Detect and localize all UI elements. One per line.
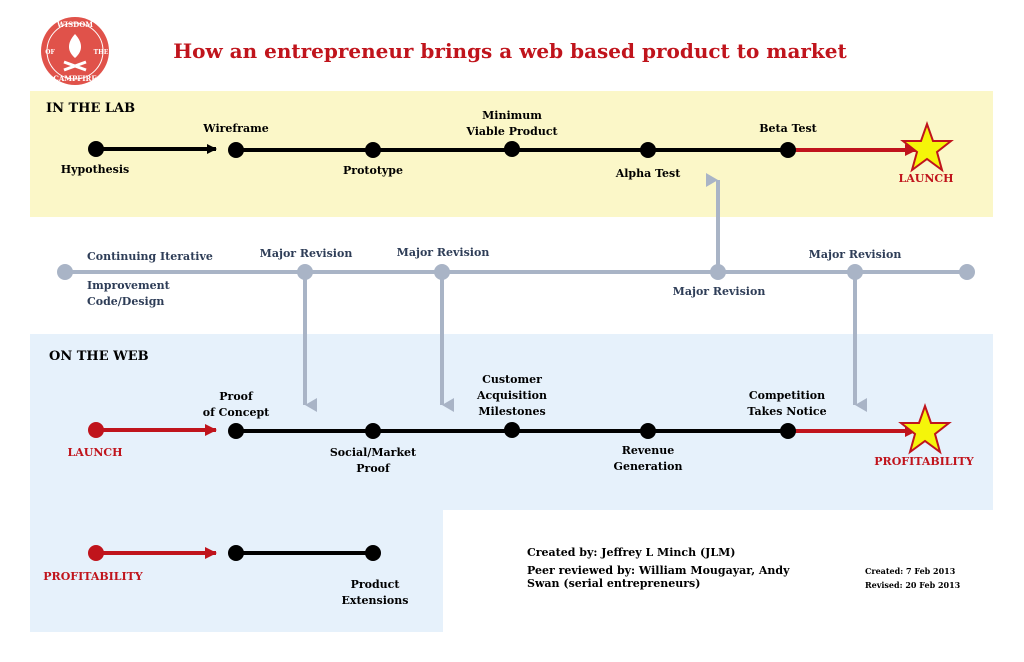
label-social-line2: Proof [356, 462, 391, 475]
label-competition-line1: Competition [749, 389, 825, 402]
node-revenue [640, 423, 656, 439]
lab-section-label: IN THE LAB [46, 101, 135, 116]
label-hypothesis: Hypothesis [61, 163, 129, 176]
lab-launch-star-icon [900, 120, 954, 173]
label-proof-line2: of Concept [203, 406, 270, 419]
label-web-profitability: PROFITABILITY [874, 455, 974, 468]
node-proof-of-concept [228, 423, 244, 439]
label-customer-line1: Customer [482, 373, 542, 386]
label-extension-profitability: PROFITABILITY [43, 570, 143, 583]
logo-text-top: WISDOM [56, 20, 93, 29]
flame-icon [68, 34, 82, 58]
node-revision-2 [434, 264, 450, 280]
node-web-launch [88, 422, 104, 438]
credits-created-date: Created: 7 Feb 2013 [865, 566, 956, 576]
node-customer-acquisition [504, 422, 520, 438]
label-revenue-line1: Revenue [622, 444, 675, 457]
label-alpha: Alpha Test [615, 167, 681, 180]
node-iterative-start [57, 264, 73, 280]
logo-text-left: OF [45, 49, 55, 56]
credits-created-by: Created by: Jeffrey L Minch (JLM) [527, 546, 735, 559]
label-lab-launch: LAUNCH [898, 172, 953, 185]
logo-text-right: THE [94, 49, 109, 56]
label-revision-1: Major Revision [260, 247, 353, 260]
label-revision-3: Major Revision [673, 285, 766, 298]
label-iterative-line3: Code/Design [87, 295, 164, 308]
node-hypothesis [88, 141, 104, 157]
label-competition-line2: Takes Notice [747, 405, 826, 418]
credits-revised-date: Revised: 20 Feb 2013 [865, 580, 961, 590]
label-mvp-line1: Minimum [482, 109, 542, 122]
node-mvp [504, 141, 520, 157]
label-revision-2: Major Revision [397, 246, 490, 259]
label-revision-4: Major Revision [809, 248, 902, 261]
node-competition [780, 423, 796, 439]
node-revision-3 [710, 264, 726, 280]
web-section-background [30, 334, 993, 632]
node-extension-profitability [88, 545, 104, 561]
node-prototype [365, 142, 381, 158]
node-social-proof [365, 423, 381, 439]
node-beta [780, 142, 796, 158]
label-prototype: Prototype [343, 164, 403, 177]
label-web-launch: LAUNCH [67, 446, 122, 459]
page-title: How an entrepreneur brings a web based p… [173, 39, 847, 63]
label-customer-line2: Acquisition [476, 389, 547, 402]
web-section-label: ON THE WEB [49, 349, 149, 364]
credits-peer-line1: Peer reviewed by: William Mougayar, Andy [527, 564, 790, 577]
node-alpha [640, 142, 656, 158]
label-product-line2: Extensions [342, 594, 409, 607]
node-revision-1 [297, 264, 313, 280]
node-product-extensions [365, 545, 381, 561]
logo-text-bottom: CAMPFIRE [53, 74, 96, 83]
label-customer-line3: Milestones [478, 405, 545, 418]
label-wireframe: Wireframe [202, 122, 268, 135]
label-proof-line1: Proof [219, 390, 254, 403]
credits-peer-line2: Swan (serial entrepreneurs) [527, 577, 700, 590]
label-iterative-line1: Continuing Iterative [87, 250, 213, 263]
label-revenue-line2: Generation [614, 460, 683, 473]
node-wireframe [228, 142, 244, 158]
node-extension-mid [228, 545, 244, 561]
label-product-line1: Product [351, 578, 401, 591]
wisdom-campfire-logo: WISDOM OF THE CAMPFIRE [41, 17, 109, 85]
node-iterative-end [959, 264, 975, 280]
label-iterative-line2: Improvement [87, 279, 171, 292]
label-beta: Beta Test [759, 122, 817, 135]
label-mvp-line2: Viable Product [465, 125, 558, 138]
node-revision-4 [847, 264, 863, 280]
label-social-line1: Social/Market [330, 446, 417, 459]
web-profitability-star-icon [898, 402, 952, 455]
